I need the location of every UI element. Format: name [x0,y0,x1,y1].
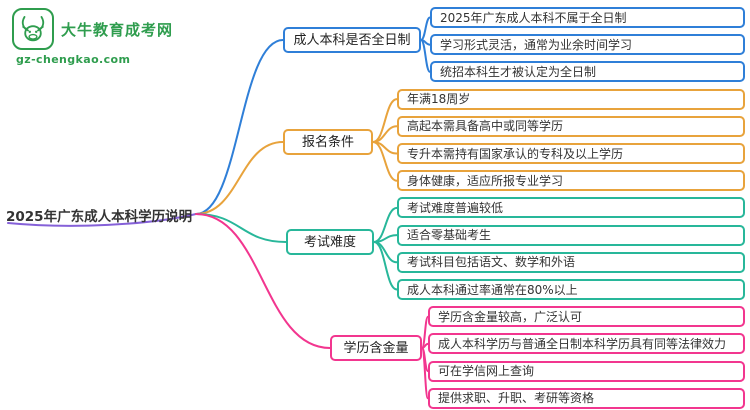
connector-line [420,39,431,73]
branch-node-1: 成人本科是否全日制 [283,27,421,53]
leaf-node: 专升本需持有国家承认的专科及以上学历 [397,143,745,164]
leaf-node: 学历含金量较高，广泛认可 [428,306,745,328]
bull-head-icon [21,16,45,42]
leaf-node: 学习形式灵活，通常为业余时间学习 [430,34,745,56]
connector-line [373,206,398,243]
connector-line [373,241,398,291]
connector-line [421,347,429,400]
branch-node-3: 考试难度 [286,229,374,255]
leaf-node: 年满18周岁 [397,88,745,110]
connector-line [372,141,398,182]
connector-line [7,213,197,227]
logo-title: 大牛教育成考网 [61,20,174,39]
leaf-node: 身体健康，适应所报专业学习 [397,170,745,192]
logo-row: 大牛教育成考网 [12,8,173,50]
mindmap-root-title: 2025年广东成人本科学历说明 [6,209,193,225]
connector-line [195,213,287,243]
leaf-node: 适合零基础考生 [397,224,745,246]
site-logo: 大牛教育成考网 gz-chengkao.com [12,8,173,66]
connector-line [195,141,284,215]
branch-node-2: 报名条件 [283,129,373,155]
leaf-node: 成人本科学历与普通全日制本科学历具有同等法律效力 [428,333,745,355]
logo-bull-icon [12,8,54,50]
leaf-node: 考试难度普遍较低 [397,197,745,219]
connector-line [195,213,331,349]
connector-line [373,234,398,243]
leaf-node: 2025年广东成人本科不属于全日制 [430,7,745,28]
leaf-node: 高起本需具备高中或同等学历 [397,115,745,137]
connector-line [195,39,284,215]
branch-node-4: 学历含金量 [330,335,422,361]
leaf-node: 成人本科通过率通常在80%以上 [397,279,745,300]
leaf-node: 考试科目包括语文、数学和外语 [397,251,745,273]
leaf-node: 统招本科生才被认定为全日制 [430,61,745,83]
leaf-node: 提供求职、升职、考研等资格 [428,387,745,409]
connector-line [420,16,431,41]
leaf-node: 可在学信网上查询 [428,360,745,382]
logo-subtitle: gz-chengkao.com [16,53,131,66]
